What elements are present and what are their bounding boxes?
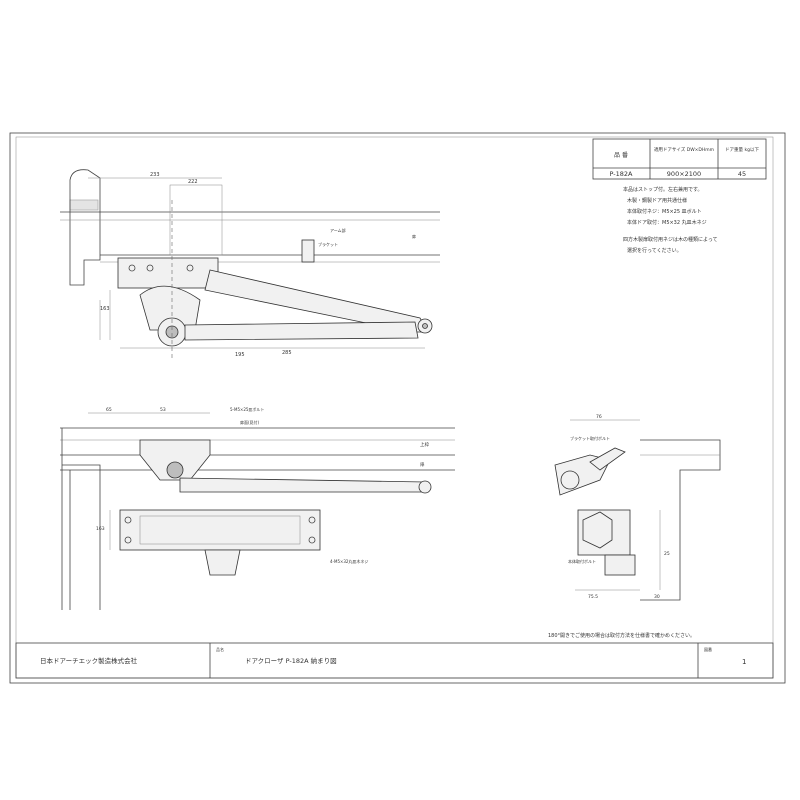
side-dim-25: 25 — [664, 551, 670, 557]
top-dim-285: 285 — [282, 350, 292, 356]
side-dim-755: 75.5 — [588, 594, 598, 600]
top-label-door: 扉 — [412, 233, 416, 239]
note-5: 四方木製扉取付用ネジは木の種類によって — [623, 236, 718, 243]
note-4: 本体ドア取付：M5×32 丸皿木ネジ — [627, 219, 707, 226]
front-view: 上枠 扉 65 53 5-M5×25皿ボルト 扉面(見付) 4-M5×32丸皿木… — [60, 406, 455, 610]
side-dim-30: 30 — [654, 594, 660, 600]
title-block: 日本ドアーチエック製造株式会社 品名 ドアクローザ P-182A 納まり図 図番… — [15, 642, 774, 679]
title-company: 日本ドアーチエック製造株式会社 — [40, 656, 138, 665]
side-label-b: 本体取付ボルト — [568, 558, 596, 564]
top-dim-233: 233 — [150, 172, 160, 178]
spec-cell-part: P-182A — [610, 170, 634, 178]
front-label-a: 5-M5×25皿ボルト — [230, 406, 264, 412]
top-dim-222: 222 — [188, 179, 198, 185]
top-view: 233 222 ブラケット アーム部 扉 285 163 195 — [60, 169, 440, 360]
front-dim-53: 53 — [160, 407, 166, 413]
title-name-label: 品名 — [216, 646, 224, 652]
front-label-frame: 上枠 — [420, 441, 429, 448]
front-dim-163: 163 — [96, 526, 105, 532]
front-dim-65: 65 — [106, 407, 112, 413]
front-label-b: 扉面(見付) — [240, 419, 260, 425]
title-no-label: 図番 — [704, 646, 712, 652]
sheet-border — [9, 132, 786, 684]
title-drawing: ドアクローザ P-182A 納まり図 — [245, 656, 337, 665]
top-dim-163: 163 — [100, 306, 110, 312]
note-1: 本品はストップ付。左右兼用です。 — [623, 186, 703, 193]
top-label-arm: アーム部 — [330, 227, 346, 233]
front-label-door: 扉 — [420, 461, 425, 468]
spec-header-weight: ドア重量 kg以下 — [725, 146, 759, 153]
spec-header-size: 適用ドアサイズ DW×DHmm — [654, 146, 714, 153]
spec-table: 品 番 適用ドアサイズ DW×DHmm ドア重量 kg以下 P-182A 900… — [592, 138, 767, 180]
side-view: 76 ブラケット取付ボルト 本体取付ボルト 25 75.5 30 — [554, 414, 721, 601]
note-3: 本体取付ネジ：M5×25 皿ボルト — [627, 208, 702, 215]
spec-header-part: 品 番 — [614, 152, 628, 159]
spec-cell-size: 900×2100 — [667, 170, 701, 178]
spec-cell-weight: 45 — [738, 170, 746, 178]
side-label-a: ブラケット取付ボルト — [570, 435, 610, 441]
notes-block: 本品はストップ付。左右兼用です。 木製・鋼製ドア用共通仕様 本体取付ネジ：M5×… — [623, 186, 718, 254]
title-sheet-no: 1 — [742, 658, 746, 666]
top-label-bracket: ブラケット — [318, 241, 338, 247]
top-dim-195: 195 — [235, 352, 245, 358]
note-2: 木製・鋼製ドア用共通仕様 — [627, 197, 687, 204]
note-6: 選択を行ってください。 — [627, 247, 682, 254]
side-dim-76: 76 — [596, 414, 602, 420]
note-bottom: 180°開きでご使用の場合は取付方法を仕様書で確かめください。 — [548, 632, 695, 639]
front-label-c: 4-M5×32丸皿木ネジ — [330, 558, 368, 564]
